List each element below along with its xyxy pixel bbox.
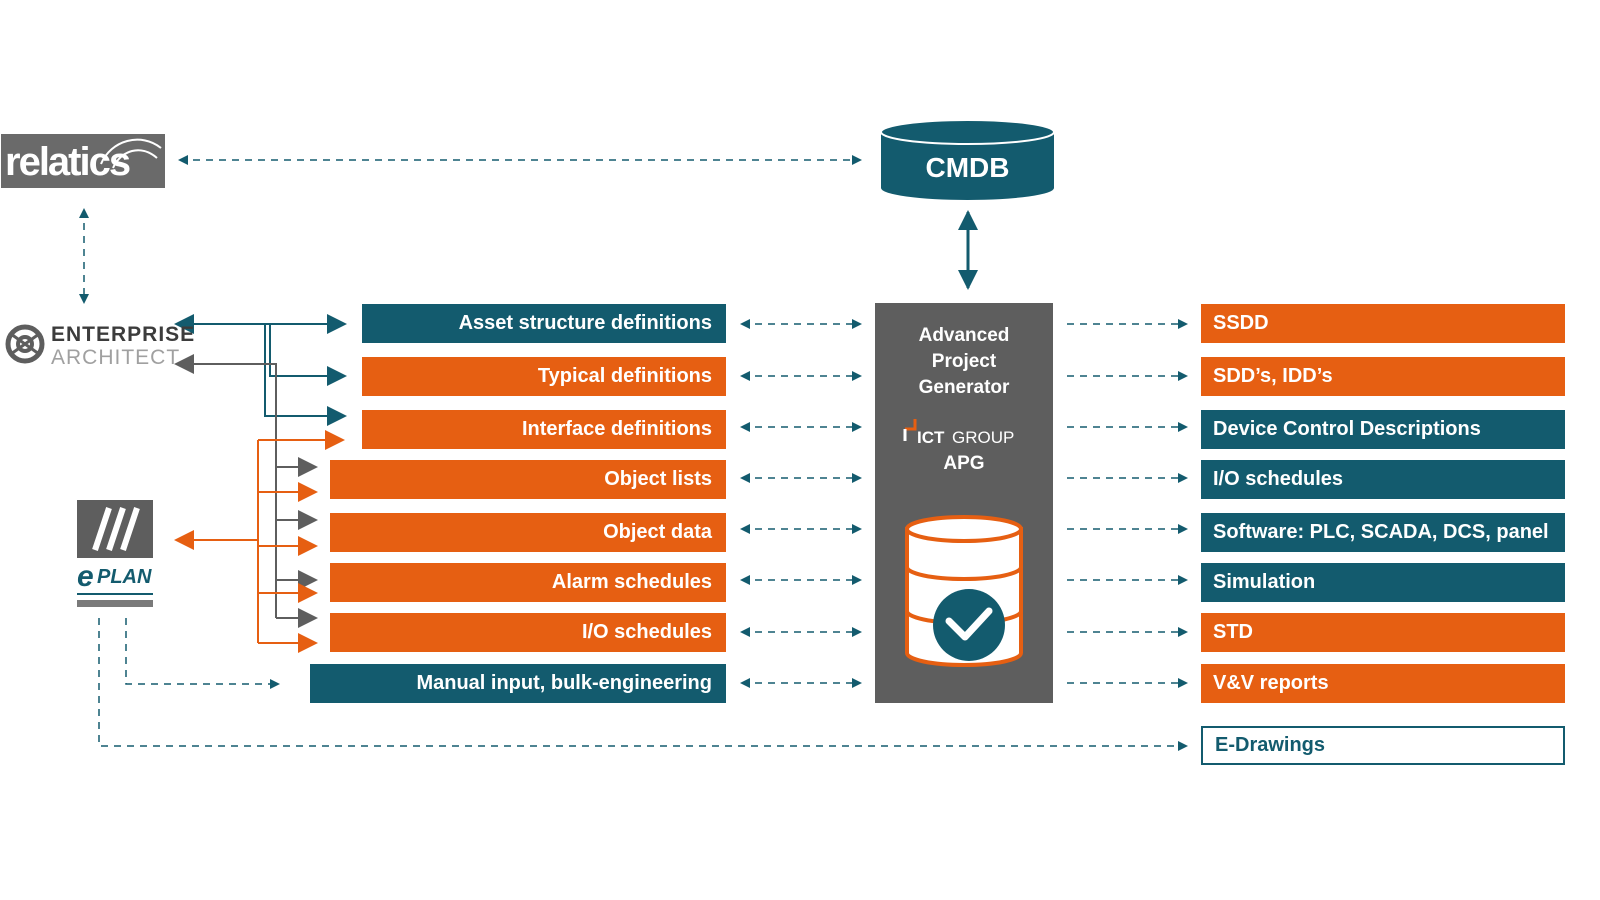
output-device-control-descriptions: Device Control Descriptions xyxy=(1201,410,1565,449)
ict-word: ICT xyxy=(917,428,945,447)
cmdb-cylinder-icon xyxy=(880,119,1055,200)
enterprise-architect-emblem-icon xyxy=(5,324,45,364)
eplan-underline-bar xyxy=(77,600,153,607)
input-label: Object lists xyxy=(604,468,712,490)
output-label: Simulation xyxy=(1213,571,1316,593)
input-label: Alarm schedules xyxy=(551,571,712,593)
eplan-e-icon: e xyxy=(77,560,153,595)
eplan-slashes-icon xyxy=(92,507,140,551)
output-label: I/O schedules xyxy=(1213,468,1344,490)
enterprise-architect-logo: ENTERPRISE ARCHITECT xyxy=(1,318,194,372)
input-manual-input: Manual input, bulk-engineering xyxy=(310,664,726,703)
group-word: GROUP xyxy=(952,428,1015,447)
output-label: SDD’s, IDD’s xyxy=(1213,365,1333,387)
input-label: Interface definitions xyxy=(521,418,712,440)
cmdb-label: CMDB xyxy=(925,152,1010,183)
apg-short-label: APG xyxy=(943,453,985,474)
apg-title-line: Generator xyxy=(918,377,1010,398)
svg-text:e: e xyxy=(77,560,94,593)
ict-bracket-icon xyxy=(903,419,917,441)
eplan-emblem xyxy=(77,500,153,558)
output-software: Software: PLC, SCADA, DCS, panel xyxy=(1201,513,1565,552)
output-label: E-Drawings xyxy=(1215,734,1326,756)
architect-word: ARCHITECT xyxy=(51,346,181,369)
ict-group-logo: ICT GROUP xyxy=(901,417,1051,447)
input-interface-definitions: Interface definitions xyxy=(362,410,726,449)
output-label: STD xyxy=(1213,621,1253,643)
eplan-logo: e PLAN xyxy=(77,500,153,608)
output-simulation: Simulation xyxy=(1201,563,1565,602)
eplan-wordmark: PLAN xyxy=(97,566,152,588)
input-label: Manual input, bulk-engineering xyxy=(416,672,712,694)
output-e-drawings: E-Drawings xyxy=(1201,726,1565,765)
cmdb-database: CMDB xyxy=(879,118,1056,202)
output-std: STD xyxy=(1201,613,1565,652)
input-object-data: Object data xyxy=(330,513,726,552)
output-io-schedules: I/O schedules xyxy=(1201,460,1565,499)
apg-title: Advanced Project Generator xyxy=(875,323,1053,401)
input-label: Asset structure definitions xyxy=(458,312,712,334)
relatics-wordmark: relatics xyxy=(5,140,131,184)
enterprise-word: ENTERPRISE xyxy=(51,323,196,346)
input-asset-structure-definitions: Asset structure definitions xyxy=(362,304,726,343)
database-check-icon xyxy=(905,515,1023,667)
apg-title-line: Advanced xyxy=(918,325,1010,346)
input-label: Typical definitions xyxy=(537,365,712,387)
output-sdds-idds: SDD’s, IDD’s xyxy=(1201,357,1565,396)
advanced-project-generator: Advanced Project Generator ICT GROUP APG xyxy=(875,303,1053,703)
apg-title-line: Project xyxy=(931,351,997,372)
output-label: Software: PLC, SCADA, DCS, panel xyxy=(1213,521,1549,543)
relatics-swoosh-icon xyxy=(100,138,162,169)
output-label: Device Control Descriptions xyxy=(1213,418,1481,440)
input-label: Object data xyxy=(603,521,712,543)
output-label: SSDD xyxy=(1213,312,1269,334)
relatics-logo: relatics xyxy=(1,134,165,188)
input-label: I/O schedules xyxy=(581,621,712,643)
input-io-schedules: I/O schedules xyxy=(330,613,726,652)
input-object-lists: Object lists xyxy=(330,460,726,499)
input-alarm-schedules: Alarm schedules xyxy=(330,563,726,602)
output-ssdd: SSDD xyxy=(1201,304,1565,343)
output-label: V&V reports xyxy=(1213,672,1329,694)
input-typical-definitions: Typical definitions xyxy=(362,357,726,396)
output-vv-reports: V&V reports xyxy=(1201,664,1565,703)
